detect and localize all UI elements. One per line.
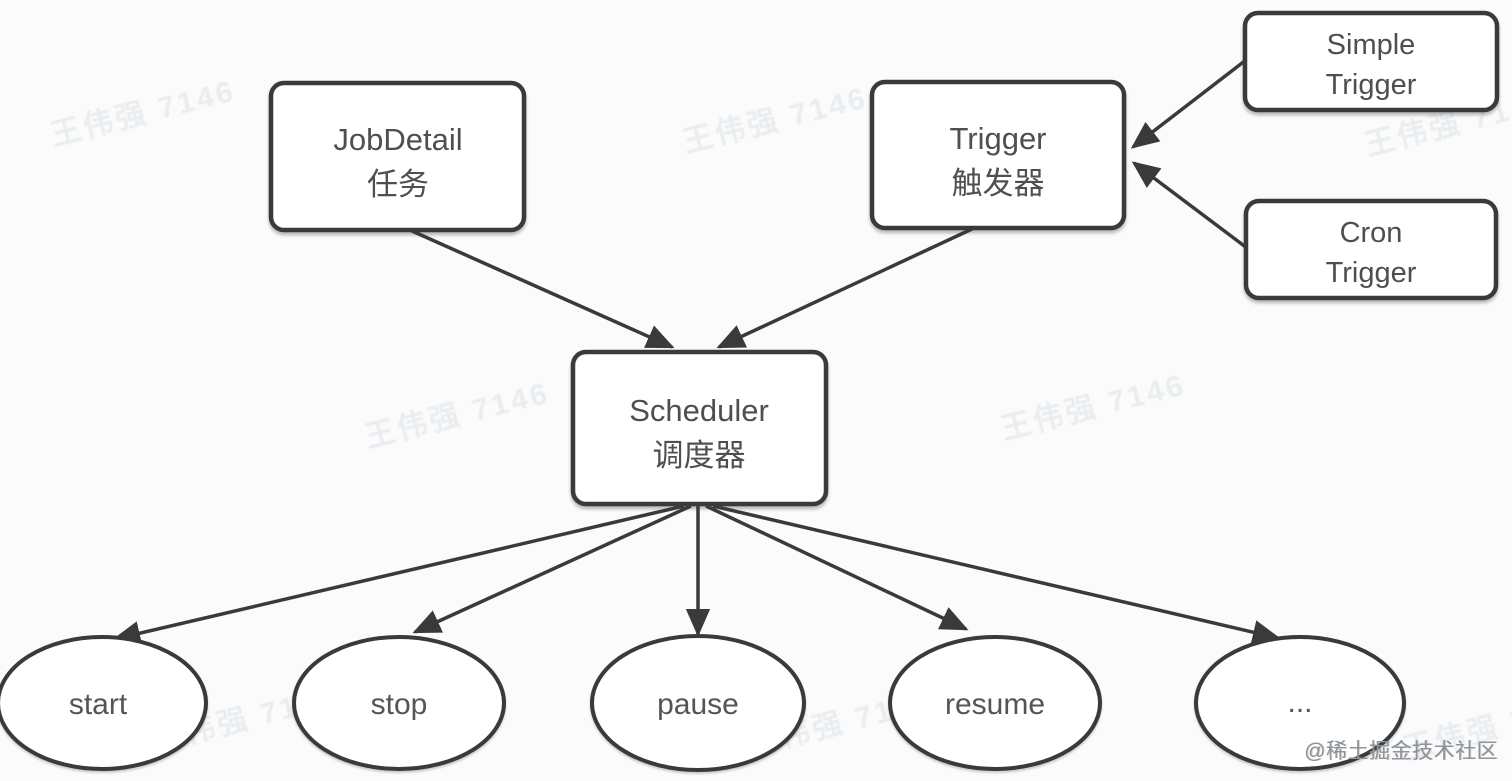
node-jobdetail: JobDetail 任务 <box>268 80 527 233</box>
juejin-community-watermark: @稀土掘金技术社区 <box>1304 740 1498 763</box>
node-more-ellipse <box>1194 635 1406 771</box>
node-scheduler-line1: Scheduler <box>629 393 769 428</box>
node-more: ... <box>1194 635 1406 771</box>
node-pause-label: pause <box>657 688 739 721</box>
node-jobdetail-line2: 任务 <box>367 167 429 202</box>
node-start-label: start <box>69 688 128 721</box>
node-start: start <box>0 635 208 771</box>
node-resume-label: resume <box>945 688 1045 721</box>
node-pause-ellipse <box>590 634 806 772</box>
node-cron-trigger-line2: Trigger <box>1326 257 1417 289</box>
node-stop-ellipse <box>292 635 506 771</box>
node-trigger-line2: 触发器 <box>952 166 1045 201</box>
node-pause: pause <box>590 634 806 772</box>
edge-scheduler-to-stop <box>412 504 692 634</box>
node-trigger-line1: Trigger <box>949 121 1046 156</box>
edge-crontrigger-to-trigger <box>1131 161 1249 250</box>
node-resume: resume <box>888 635 1102 771</box>
edge-jobdetail-to-scheduler <box>411 229 675 349</box>
node-more-label: ... <box>1287 686 1312 719</box>
node-simple-trigger-box <box>1242 10 1500 113</box>
node-trigger: Trigger 触发器 <box>869 79 1127 231</box>
edge-scheduler-to-start <box>112 504 685 646</box>
node-simple-trigger-line2: Trigger <box>1326 69 1417 101</box>
edge-simpletrigger-to-trigger <box>1130 58 1248 149</box>
node-jobdetail-line1: JobDetail <box>333 122 462 157</box>
node-stop: stop <box>292 635 506 771</box>
node-trigger-box <box>869 79 1127 231</box>
node-simple-trigger: Simple Trigger <box>1242 10 1500 113</box>
node-cron-trigger-box <box>1243 198 1499 301</box>
node-simple-trigger-line1: Simple <box>1327 29 1416 61</box>
node-jobdetail-box <box>268 80 527 233</box>
edge-scheduler-to-more <box>712 504 1281 645</box>
edge-trigger-to-scheduler <box>716 227 973 349</box>
edge-group <box>112 58 1281 646</box>
node-scheduler-line2: 调度器 <box>653 438 746 473</box>
node-cron-trigger-line1: Cron <box>1340 217 1403 249</box>
node-scheduler-box <box>570 349 829 507</box>
node-scheduler: Scheduler 调度器 <box>570 349 829 507</box>
node-cron-trigger: Cron Trigger <box>1243 198 1499 301</box>
edge-scheduler-to-resume <box>705 504 969 631</box>
node-stop-label: stop <box>371 688 428 721</box>
node-start-ellipse <box>0 635 208 771</box>
node-resume-ellipse <box>888 635 1102 771</box>
